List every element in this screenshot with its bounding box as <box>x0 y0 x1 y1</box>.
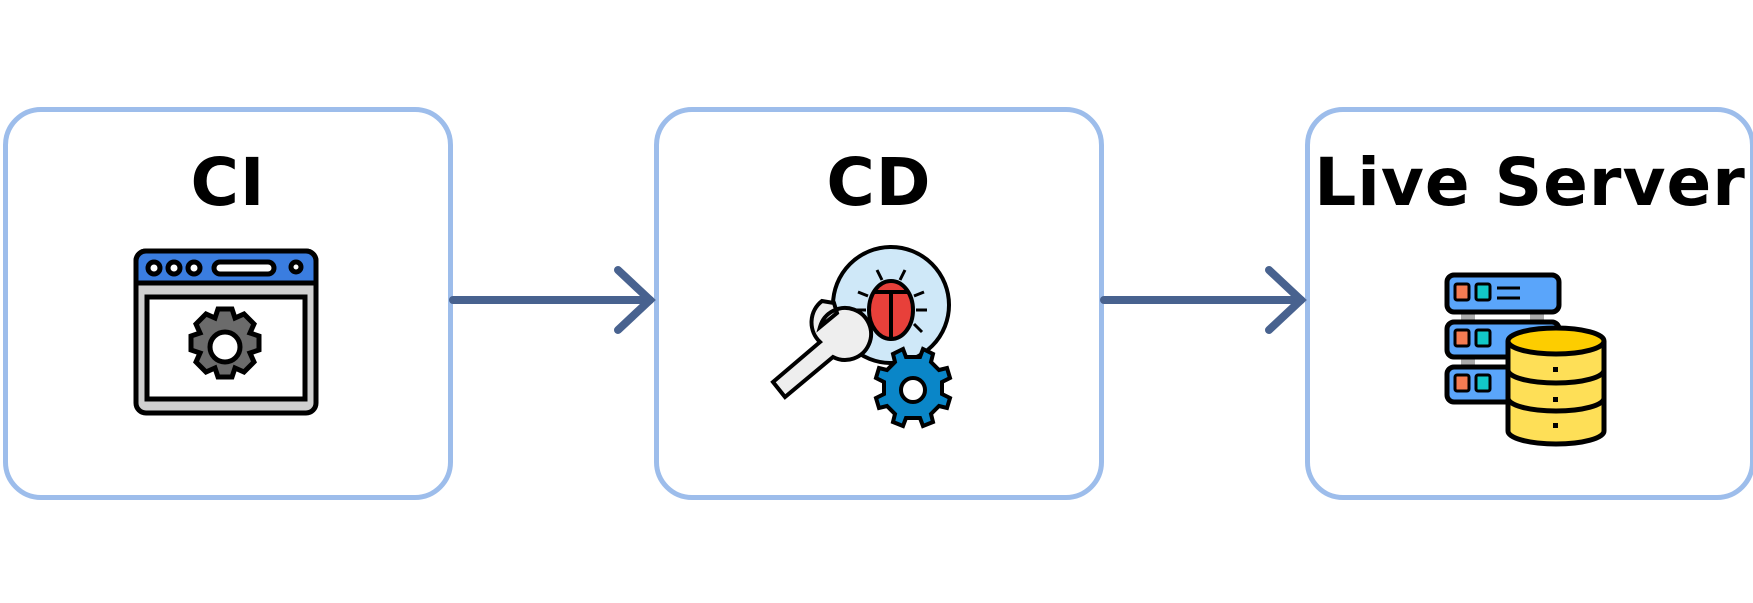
node-title: CI <box>190 144 266 221</box>
arrow-ci-to-cd <box>449 266 656 334</box>
server-database-icon <box>1444 272 1607 447</box>
browser-gear-icon <box>133 248 319 416</box>
bug-wrench-gear-icon <box>770 245 953 429</box>
arrow-cd-to-live <box>1100 266 1307 334</box>
node-title: CD <box>826 144 932 221</box>
node-title: Live Server <box>1314 144 1746 221</box>
